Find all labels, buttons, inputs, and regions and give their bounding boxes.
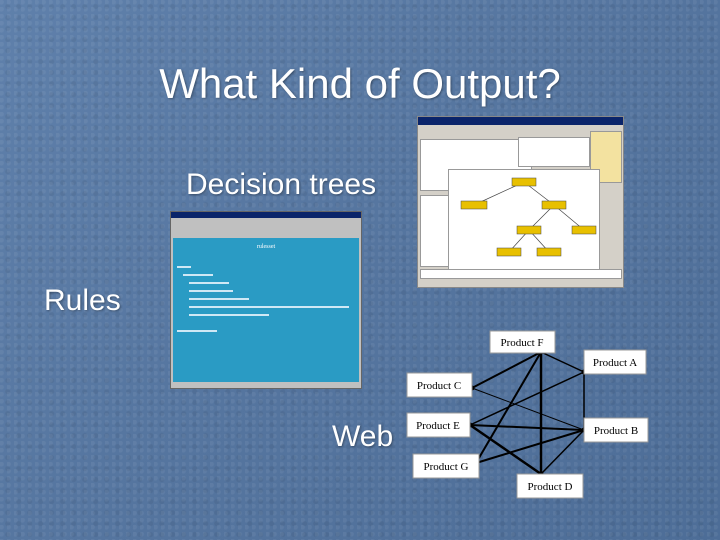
edge-e-b (469, 424, 585, 431)
node-product-b: Product B (594, 425, 638, 437)
edge-f-a (540, 351, 585, 373)
node-product-e: Product E (416, 420, 460, 432)
rules-screenshot: rulesset (170, 211, 362, 389)
node-product-f: Product F (500, 337, 543, 349)
tab-strip (420, 269, 622, 279)
slide-title: What Kind of Output? (159, 60, 561, 107)
node-product-a: Product A (593, 357, 637, 369)
edge-g-b (475, 429, 585, 464)
tree-diagram (460, 177, 597, 257)
edge-e-d (469, 423, 542, 476)
node-product-d: Product D (528, 481, 573, 493)
screenshot-titlebar (418, 117, 623, 125)
edge-f-c (471, 351, 542, 389)
rules-heading: rulesset (256, 244, 276, 250)
rules-lines (177, 266, 349, 332)
edge-d-b (540, 429, 585, 475)
edge-c-b (471, 387, 585, 431)
screenshot-titlebar (171, 212, 361, 218)
web-label: Web (332, 420, 394, 453)
decision-tree-screenshot (417, 116, 624, 288)
node-product-g: Product G (424, 461, 469, 473)
node-product-c: Product C (417, 380, 461, 392)
decision-trees-label: Decision trees (186, 168, 377, 201)
edge-a-e (469, 371, 585, 426)
tree-list-pane (420, 195, 452, 267)
rules-label: Rules (44, 284, 121, 317)
stats-pane (518, 137, 590, 167)
rules-text-pane: rulesset (173, 238, 359, 382)
